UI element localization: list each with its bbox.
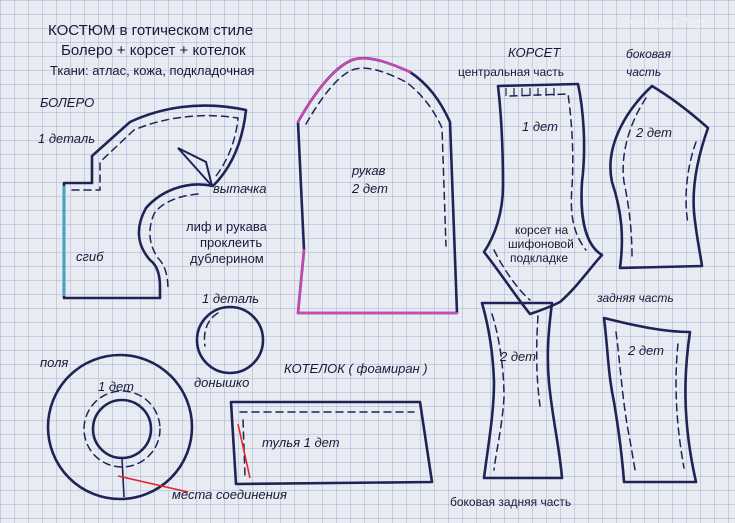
hat-crown-outline xyxy=(229,400,434,486)
corset-side-seam-line xyxy=(622,97,697,257)
corset-side-back-seam-line xyxy=(491,313,541,471)
corset-gathers xyxy=(505,88,555,96)
corset-center-note-3: подкладке xyxy=(510,251,569,265)
corset-back-count: 2 дет xyxy=(628,343,664,358)
corset-center-note-2: шифоновой xyxy=(508,237,574,251)
hat-bottom-seam-line xyxy=(203,312,219,347)
title-line-2: Болеро + корсет + котелок xyxy=(61,42,246,59)
bolero-seam-line xyxy=(71,114,239,291)
corset-side-back-title: боковая задняя часть xyxy=(450,495,572,509)
corset-side-back-count: 2 дет xyxy=(500,349,536,364)
sleeve-highlight xyxy=(296,57,459,315)
corset-back-seam-line xyxy=(615,331,685,475)
hat-brim-inner xyxy=(91,398,153,460)
bolero-outline xyxy=(62,104,248,300)
title-line-1: КОСТЮМ в готическом стиле xyxy=(48,22,254,39)
hat-bottom-outline xyxy=(195,305,265,375)
bolero-count: 1 деталь xyxy=(38,131,96,146)
bolero-note-line-2: проклеить xyxy=(200,235,263,250)
corset-center-title: центральная часть xyxy=(458,65,564,79)
join-marker-crown xyxy=(237,423,251,479)
hat-bottom-count: 1 деталь xyxy=(202,291,260,306)
bolero-dart xyxy=(177,147,213,187)
sleeve-seam-line xyxy=(305,67,447,247)
corset-side-outline xyxy=(609,84,710,270)
hat-crown-label: тулья 1 дет xyxy=(262,435,340,450)
corset-side-back-outline xyxy=(480,301,564,480)
hat-brim-label: поля xyxy=(40,355,69,370)
corset-center-note-1: корсет на xyxy=(515,223,569,237)
title-line-3: Ткани: атлас, кожа, подкладочная xyxy=(50,63,255,78)
join-marker-brim xyxy=(117,475,189,493)
corset-side-title-1: боковая xyxy=(626,47,671,61)
hat-brim-outer xyxy=(46,353,194,501)
sleeve-label: рукав xyxy=(352,163,386,178)
hat-bottom-label: донышко xyxy=(194,375,250,390)
hat-brim-seam-line xyxy=(83,390,161,468)
bolero-note-line-1: лиф и рукава xyxy=(186,219,267,234)
corset-back-outline xyxy=(602,316,698,484)
corset-title: КОРСЕТ xyxy=(508,45,561,60)
bolero-dart-label: вытачка xyxy=(213,181,267,196)
bolero-fold-label: сгиб xyxy=(76,249,104,264)
corset-center-outline xyxy=(482,82,604,316)
sleeve-count: 2 дет xyxy=(352,181,388,196)
corset-side-title-2: часть xyxy=(626,65,662,79)
bolero-note-line-3: дублерином xyxy=(190,251,264,266)
corset-center-count: 1 дет xyxy=(522,119,558,134)
corset-back-title: задняя часть xyxy=(597,291,674,305)
hat-brim-count: 1 дет xyxy=(98,379,134,394)
bolero-title: БОЛЕРО xyxy=(40,95,95,110)
watermark-signature: Svetlana Top xyxy=(620,16,706,31)
corset-center-seam-line xyxy=(493,93,587,301)
corset-side-count: 2 дет xyxy=(636,125,672,140)
hat-joins-label: места соединения xyxy=(172,487,287,502)
hat-title: КОТЕЛОК ( фоамиран ) xyxy=(284,361,428,376)
